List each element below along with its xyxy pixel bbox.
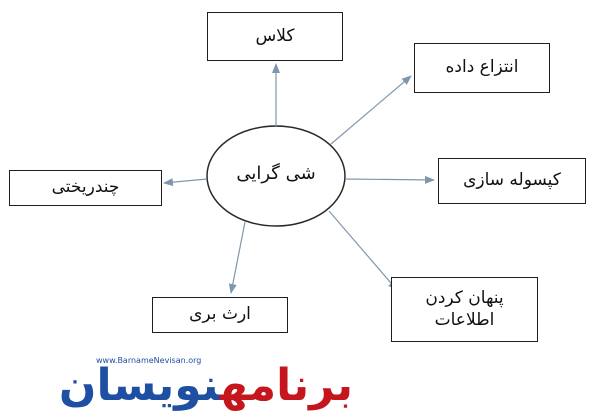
site-logo: www.BarnameNevisan.org برنامهنویسان [14,356,398,412]
arrow-to-hiding [328,210,398,291]
logo-wordmark: برنامهنویسان [14,360,398,412]
node-information-hiding: پنهان کردن اطلاعات [391,277,538,342]
logo-name-part2: نویسان [58,360,222,411]
arrow-to-polymorphism [163,178,208,187]
node-class: کلاس [207,12,343,61]
node-polymorphism: چندریختی [9,170,162,206]
logo-name-part1: برنامه [219,360,355,411]
arrow-to-abstraction [330,75,412,145]
node-information-hiding-label: پنهان کردن اطلاعات [425,288,504,330]
node-abstraction-label: انتزاع داده [445,57,519,78]
node-inheritance-label: ارث بری [189,304,251,325]
node-encapsulation-label: کپسوله سازی [463,170,561,191]
center-label: شی گرایی [236,163,316,184]
node-encapsulation: کپسوله سازی [438,158,586,204]
arrow-to-encapsulation [344,175,435,184]
node-inheritance: ارث بری [152,297,288,333]
logo-url: www.BarnameNevisan.org [96,356,202,365]
node-polymorphism-label: چندریختی [51,177,120,198]
node-abstraction: انتزاع داده [414,43,550,93]
node-class-label: کلاس [255,25,295,46]
arrow-to-inheritance [228,221,246,294]
